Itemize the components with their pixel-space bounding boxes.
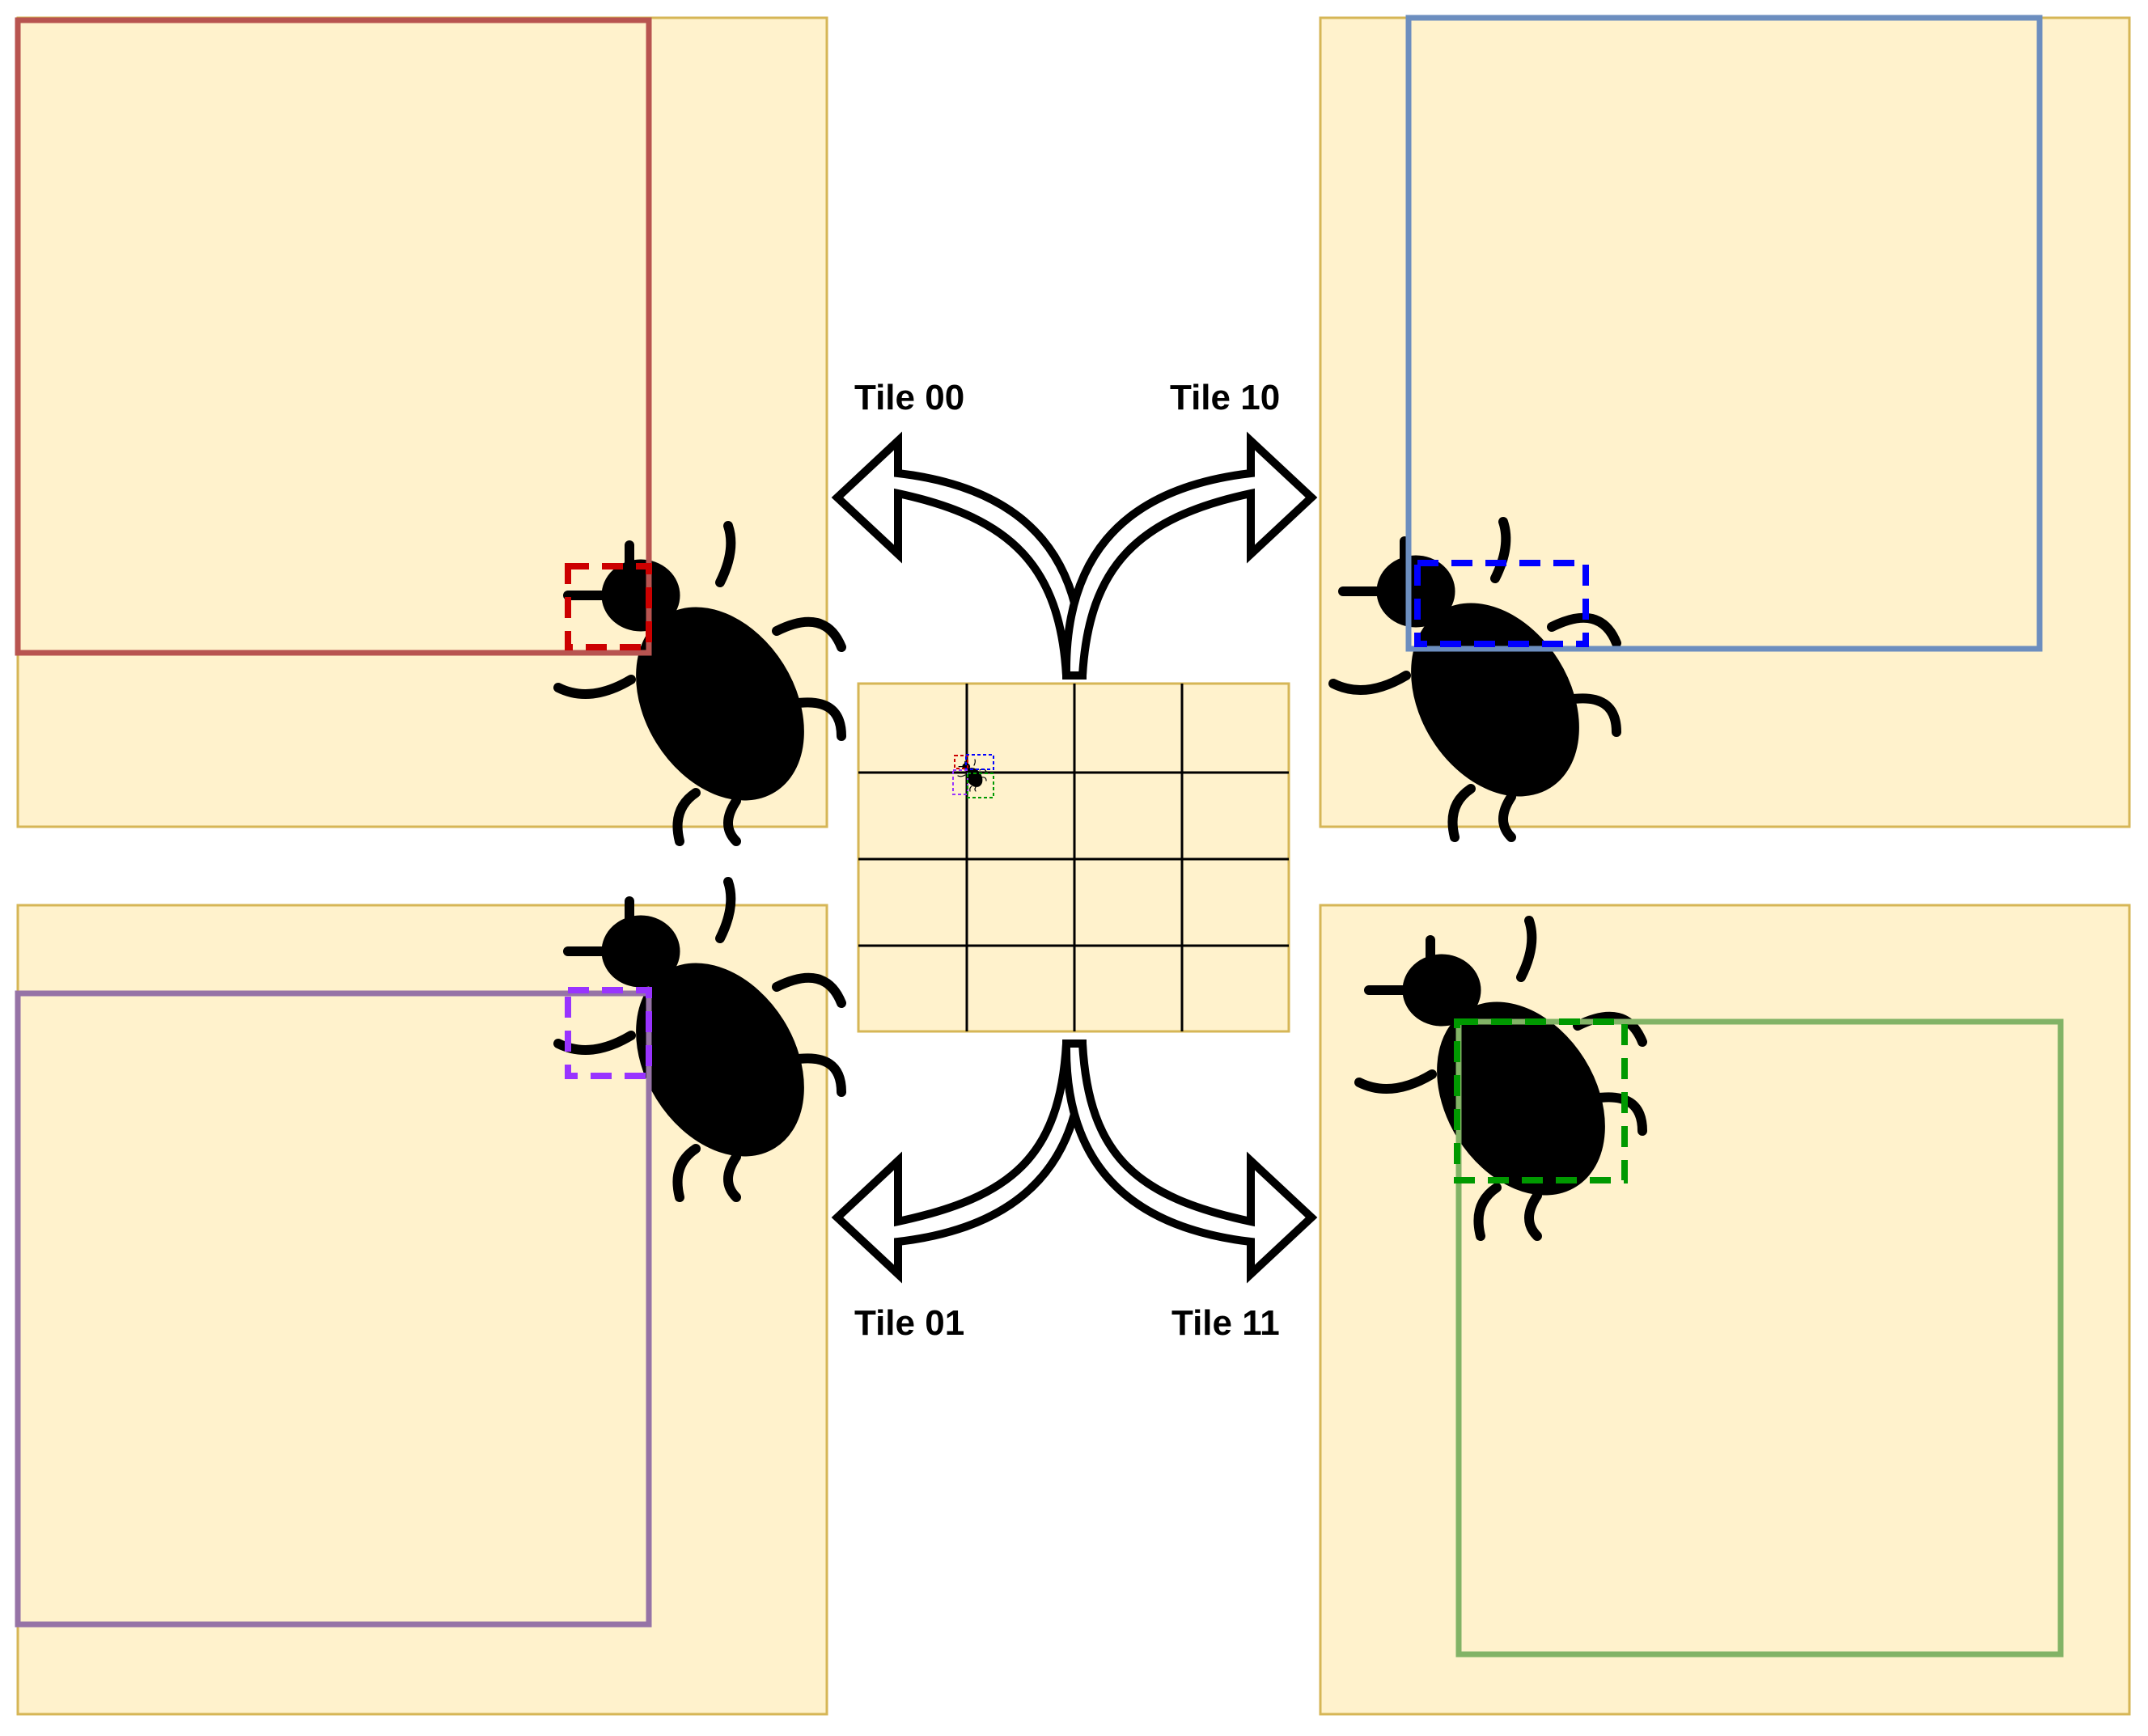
tile-01-label: Tile 01 [854, 1303, 964, 1343]
tile-00-region-box [15, 17, 652, 656]
tile-01-panel [15, 882, 841, 1716]
tile-11-label: Tile 11 [1171, 1303, 1280, 1343]
tile-01-crop-box [565, 987, 652, 1079]
tile-10-panel [1319, 15, 2131, 837]
mini-crop-purple [952, 769, 968, 795]
tile-10-region-box [1405, 15, 2043, 652]
tile-11-crop-box [1454, 1018, 1628, 1183]
curved-arrow-icon [831, 431, 1318, 1284]
mini-crop-green [967, 773, 994, 798]
center-grid [857, 682, 1290, 1033]
tile-00-label: Tile 00 [854, 378, 964, 417]
tile-11-region-box [1455, 1018, 2064, 1658]
mini-crop-blue [965, 754, 994, 770]
tile-00-panel [15, 16, 841, 841]
tile-10-crop-box [1414, 560, 1589, 647]
tile-11-background [1319, 904, 2131, 1716]
tile-11-panel [1319, 904, 2131, 1716]
tile-01-region-box [15, 990, 652, 1628]
tile-10-label: Tile 10 [1170, 378, 1280, 417]
mini-crop-red [954, 755, 968, 769]
tile-00-crop-box [565, 563, 652, 650]
grid-lines [858, 684, 1289, 1031]
